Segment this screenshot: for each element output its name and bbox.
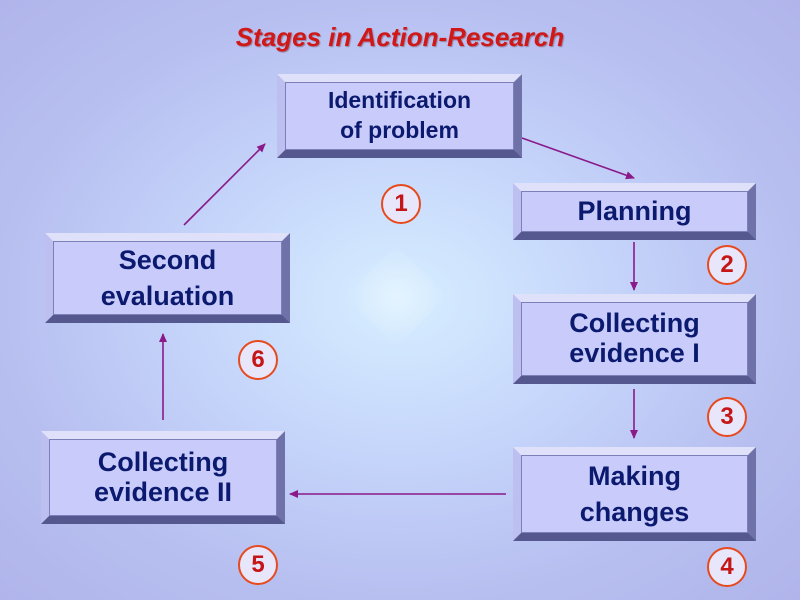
stage-label: Making changes	[579, 460, 690, 527]
stage-number-3-badge: 3	[707, 397, 747, 437]
stage-label: Second evaluation	[100, 244, 235, 311]
stage-identification-of-problem: Identification of problem	[277, 74, 522, 158]
stage-making-changes: Making changes	[513, 447, 756, 541]
stage-number-5-badge: 5	[238, 545, 278, 585]
stage-number-4-badge: 4	[707, 547, 747, 587]
stage-collecting-evidence-1: Collecting evidence I	[513, 294, 756, 384]
stage-label: Identification of problem	[327, 87, 472, 143]
stage-label: Planning	[577, 196, 692, 226]
stage-collecting-evidence-2: Collecting evidence II	[41, 431, 285, 524]
stage-label: Collecting evidence II	[93, 446, 233, 507]
arrow-second-evaluation-to-identification	[183, 143, 266, 226]
stage-label: Collecting evidence I	[569, 308, 700, 368]
stage-number-1-badge: 1	[381, 184, 421, 224]
stage-number-6-badge: 6	[238, 340, 278, 380]
stage-second-evaluation: Second evaluation	[45, 233, 290, 323]
arrow-identification-to-planning	[521, 137, 635, 180]
stage-number-2-badge: 2	[707, 245, 747, 285]
stage-planning: Planning	[513, 183, 756, 240]
diagram-title: Stages in Action-Research	[235, 22, 565, 52]
